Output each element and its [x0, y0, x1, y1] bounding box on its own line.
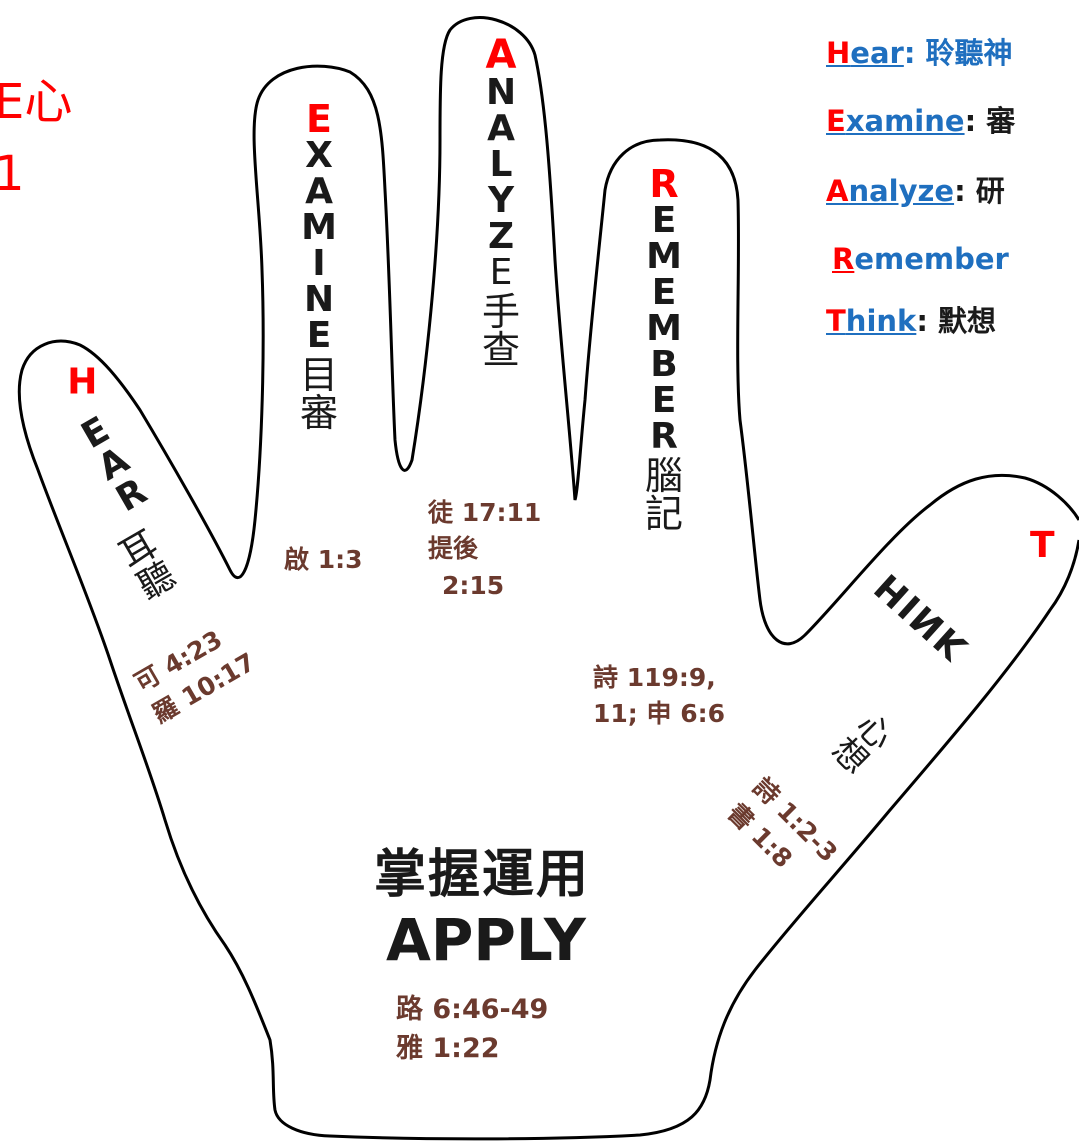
legend-analyze: Analyze: 研 — [826, 168, 1005, 210]
finger-analyze: A N A L Y Z E 手 查 — [482, 35, 520, 369]
analyze-letter-z: Z — [487, 216, 515, 257]
analyze-letter-n: N — [485, 72, 517, 113]
legend-think: Think: 默想 — [826, 298, 996, 340]
remember-cjk-1: 腦 — [645, 454, 684, 498]
legend-hear-desc: : 聆聽神 — [903, 36, 1013, 70]
remember-letter-m1: M — [646, 236, 682, 277]
analyze-refs: 徒 17:11 提後 2:15 — [428, 495, 541, 604]
legend-analyze-desc: : 研 — [954, 174, 1005, 208]
analyze-ref-1: 徒 17:11 — [428, 498, 542, 527]
legend-hear: Hear: 聆聽神 — [826, 30, 1013, 72]
examine-cjk-2: 審 — [300, 391, 339, 435]
side-text-line-2: 1 — [0, 146, 25, 202]
remember-letter-e1: E — [651, 200, 677, 241]
legend-hear-first: H — [826, 36, 851, 70]
remember-letter-r: R — [650, 416, 678, 457]
legend-examine-rest: xamine — [845, 104, 965, 138]
legend-examine-desc: : 審 — [964, 104, 1016, 138]
analyze-cjk-1: 手 — [482, 290, 521, 334]
finger-remember: R E M E M B E R 腦 記 — [645, 165, 683, 533]
examine-letter-n: N — [303, 279, 335, 320]
legend-examine-first: E — [826, 104, 846, 138]
analyze-ref-3: 2:15 — [442, 570, 505, 600]
palm-refs: 路 6:46-49 雅 1:22 — [396, 990, 548, 1068]
examine-initial: E — [306, 97, 332, 141]
legend-hear-rest: ear — [850, 36, 904, 70]
examine-letter-a: A — [305, 171, 333, 212]
analyze-cjk-2: 查 — [482, 328, 521, 372]
legend-analyze-first: A — [826, 174, 849, 208]
examine-letter-x: X — [305, 135, 333, 176]
remember-ref-1: 詩 119:9, — [593, 663, 716, 692]
palm-title-en: APPLY — [386, 906, 586, 974]
side-text-line-1: E心 — [0, 74, 73, 130]
think-initial: T — [1030, 525, 1055, 566]
legend-remember: Remember — [832, 242, 1009, 276]
examine-refs: 啟 1:3 — [284, 542, 363, 578]
analyze-initial: A — [485, 32, 517, 78]
examine-letter-m: M — [301, 207, 337, 248]
analyze-ref-2: 提後 — [428, 534, 479, 564]
examine-letter-e: E — [306, 315, 332, 356]
finger-examine: E X A M I N E 目 審 — [300, 100, 338, 432]
examine-ref-1: 啟 1:3 — [284, 545, 363, 574]
hand-outline-path — [17, 16, 1079, 1141]
palm-ref-1: 路 6:46-49 — [396, 994, 549, 1025]
palm-ref-2: 雅 1:22 — [396, 1033, 500, 1065]
remember-ref-2: 11; 申 6:6 — [593, 699, 725, 729]
remember-letter-e2: E — [651, 272, 677, 313]
remember-letter-m2: M — [646, 308, 682, 349]
examine-cjk-1: 目 — [300, 353, 339, 397]
remember-initial: R — [649, 162, 679, 206]
legend-analyze-rest: nalyze — [848, 174, 955, 208]
palm-title-cjk: 掌握運用 — [374, 845, 591, 905]
legend-think-first: T — [826, 304, 846, 338]
hear-initial: H — [67, 361, 98, 403]
analyze-letter-a: A — [487, 108, 515, 149]
examine-letter-i: I — [312, 243, 326, 284]
analyze-letter-y: Y — [487, 180, 515, 221]
legend-examine: Examine: 審 — [826, 98, 1015, 140]
legend-remember-rest: emember — [854, 242, 1009, 276]
legend-think-desc: : 默想 — [916, 304, 997, 338]
legend-think-rest: hink — [845, 304, 917, 338]
legend-remember-first: R — [832, 242, 855, 276]
analyze-letter-l: L — [489, 144, 513, 185]
analyze-letter-e: E — [489, 252, 513, 293]
remember-letter-b: B — [650, 344, 678, 385]
remember-cjk-2: 記 — [645, 492, 684, 536]
remember-letter-e3: E — [651, 380, 677, 421]
remember-refs: 詩 119:9, 11; 申 6:6 — [593, 660, 725, 733]
